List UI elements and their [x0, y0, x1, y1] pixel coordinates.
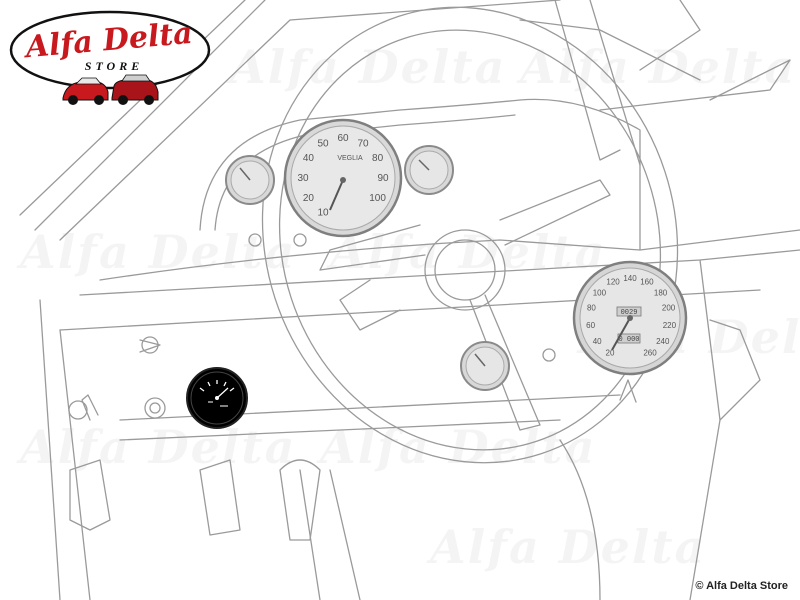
speedometer-odometer: 0029	[621, 309, 638, 317]
gauge-tick-label: 200	[662, 304, 676, 313]
car-icon	[62, 77, 109, 105]
gauge-tick-label: 60	[586, 321, 595, 330]
gauge-lower	[460, 341, 510, 391]
gauge-tick-label: 10	[317, 208, 329, 219]
gauge-right	[404, 145, 454, 195]
car-icon	[111, 74, 159, 105]
gauge-tick-label: 40	[593, 337, 602, 346]
gauge-tick-label: 140	[623, 274, 637, 283]
gauge-tick-label: 180	[654, 288, 668, 297]
gauge-tick-label: 20	[303, 193, 315, 204]
gauge-left	[225, 155, 275, 205]
gauge-tick-label: 220	[663, 321, 677, 330]
gauge-tick-label: 80	[587, 304, 596, 313]
speedometer-trip: 0 000	[618, 336, 639, 344]
gauge-tick-label: 160	[640, 278, 654, 287]
gauge-tick-label: 100	[593, 288, 607, 297]
copyright-text: © Alfa Delta Store	[695, 580, 788, 592]
gauge-tick-label: 90	[377, 173, 389, 184]
gauge-tick-label: 260	[643, 349, 657, 358]
brand-logo[interactable]: Alfa Delta STORE	[8, 8, 212, 108]
gauge-tick-label: 240	[656, 337, 670, 346]
logo-subtitle: STORE	[85, 59, 143, 73]
gauge-tick-label: 60	[337, 133, 349, 144]
gauge-tick-label: 120	[606, 278, 620, 287]
gauge-tick-label: 30	[297, 173, 309, 184]
highlighted-gauge[interactable]	[186, 367, 248, 429]
tachometer-brand: VEGLIA	[337, 155, 363, 162]
gauge-tick-label: 80	[372, 153, 384, 164]
gauge-tick-label: 70	[357, 138, 369, 149]
gauge-tick-label: 50	[317, 138, 329, 149]
gauge-tick-label: 20	[606, 349, 615, 358]
gauge-tick-label: 40	[303, 153, 315, 164]
gauge-tick-label: 100	[369, 193, 386, 204]
